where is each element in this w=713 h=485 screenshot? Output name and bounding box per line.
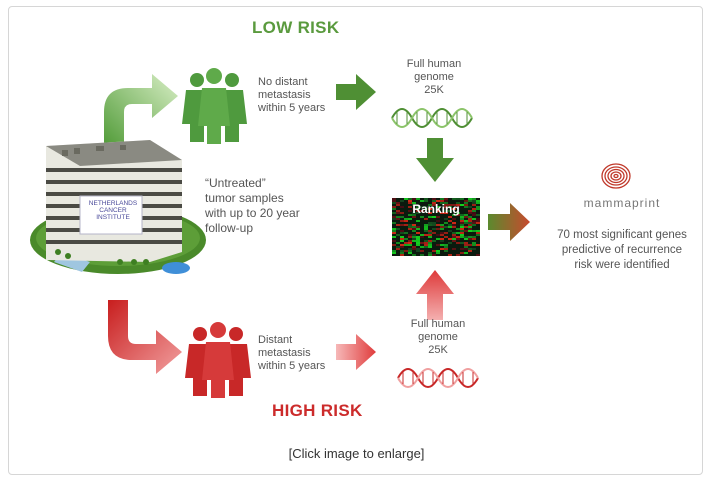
high-genome-line: Full human (410, 318, 466, 330)
high-risk-arrow-to-genome (336, 334, 376, 370)
low-risk-people-icon (182, 68, 247, 144)
high-genome-to-ranking-arrow (416, 270, 454, 320)
high-outcome-line: within 5 years (258, 360, 326, 373)
low-risk-curved-arrow (104, 74, 178, 148)
building-illustration (30, 140, 206, 274)
samples-description: “Untreated” tumor samples with up to 20 … (205, 176, 300, 236)
low-risk-genome-label: Full human genome 25K (396, 58, 472, 98)
samples-line: follow-up (205, 221, 254, 235)
low-genome-line: 25K (424, 84, 444, 97)
samples-line: with up to 20 year (205, 206, 300, 220)
low-outcome-line: metastasis (258, 89, 311, 102)
ranking-label: Ranking (412, 202, 460, 216)
high-outcome-line: Distant (258, 334, 293, 346)
low-genome-line: Full human (406, 58, 462, 70)
sign-line: NETHERLANDS (88, 200, 138, 207)
low-outcome-line: No distant (258, 76, 308, 88)
building-sign: NETHERLANDS CANCER INSTITUTE (84, 200, 142, 221)
enlarge-caption-link[interactable]: [Click image to enlarge] (288, 446, 425, 461)
samples-line: tumor samples (205, 191, 284, 205)
low-risk-arrow-to-genome (336, 74, 376, 110)
high-risk-dna-icon (397, 368, 479, 388)
low-genome-to-ranking-arrow (416, 138, 454, 182)
sign-line: CANCER (99, 207, 127, 215)
result-line: 70 most significant genes (557, 229, 687, 241)
fingerprint-icon (601, 163, 631, 189)
low-outcome-line: within 5 years (258, 102, 326, 115)
high-risk-curved-arrow (108, 300, 182, 374)
samples-line: “Untreated” (205, 176, 266, 190)
mammaprint-logo-text: mammaprint (583, 196, 661, 210)
low-risk-outcome: No distant metastasis within 5 years (258, 76, 325, 116)
result-line: risk were identified (574, 258, 670, 271)
result-description: 70 most significant genes predictive of … (548, 228, 696, 273)
high-risk-outcome: Distant metastasis within 5 years (258, 334, 325, 374)
result-line: predictive of recurrence (561, 243, 683, 256)
high-genome-line: 25K (428, 344, 448, 357)
low-risk-dna-icon (391, 108, 473, 128)
high-risk-genome-label: Full human genome 25K (400, 318, 476, 358)
ranking-to-result-arrow (488, 203, 530, 241)
high-outcome-line: metastasis (258, 347, 311, 360)
sign-line: INSTITUTE (96, 214, 130, 222)
ranking-heatmap (392, 198, 480, 256)
low-genome-line: genome (414, 71, 454, 84)
high-risk-title: HIGH RISK (272, 401, 363, 420)
high-genome-line: genome (418, 331, 458, 344)
high-risk-people-icon (185, 322, 251, 398)
low-risk-title: LOW RISK (252, 18, 340, 37)
